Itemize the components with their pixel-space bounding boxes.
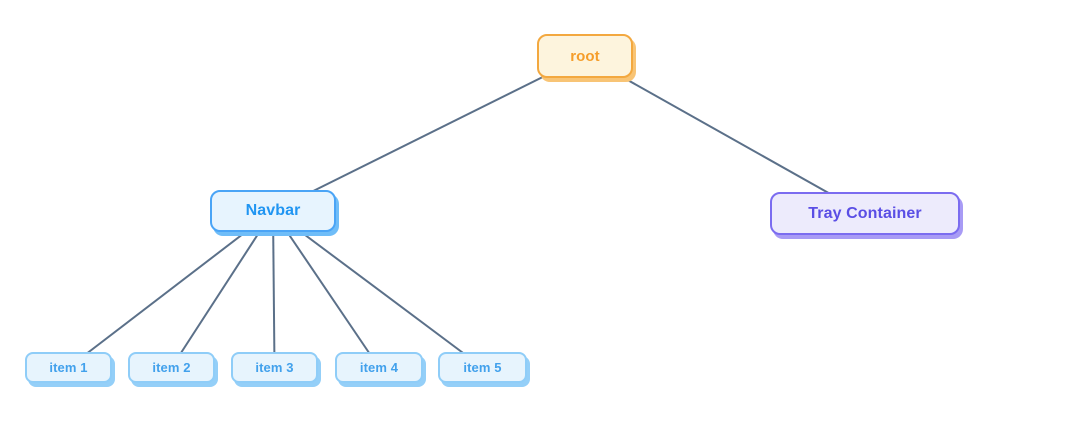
tree-node-item-3-label: item 3 [255,360,294,375]
edge-navbar-item-2 [170,210,274,369]
tree-node-item-4[interactable]: item 4 [335,352,423,383]
tree-node-root-label: root [570,47,600,65]
edge-root-tray-container [584,55,866,215]
tree-node-navbar[interactable]: Navbar [210,190,336,232]
edge-navbar-item-4 [272,210,380,369]
tree-node-item-1[interactable]: item 1 [25,352,112,383]
tree-node-item-2-label: item 2 [152,360,191,375]
edge-root-navbar [272,55,586,212]
tree-node-root[interactable]: root [537,34,633,78]
edge-navbar-item-3 [272,210,276,368]
tree-node-navbar-label: Navbar [245,202,301,219]
tree-node-item-5[interactable]: item 5 [438,352,527,383]
tree-node-item-5-label: item 5 [463,360,502,375]
edge-navbar-item-5 [272,210,484,369]
edge-navbar-item-1 [67,210,274,369]
tree-node-item-1-label: item 1 [49,360,88,375]
tree-node-item-3[interactable]: item 3 [231,352,318,383]
tree-node-item-2[interactable]: item 2 [128,352,215,383]
tree-node-tray-container-label: Tray Container [808,204,922,222]
tree-node-tray-container[interactable]: Tray Container [770,192,960,235]
tree-node-item-4-label: item 4 [359,360,399,375]
